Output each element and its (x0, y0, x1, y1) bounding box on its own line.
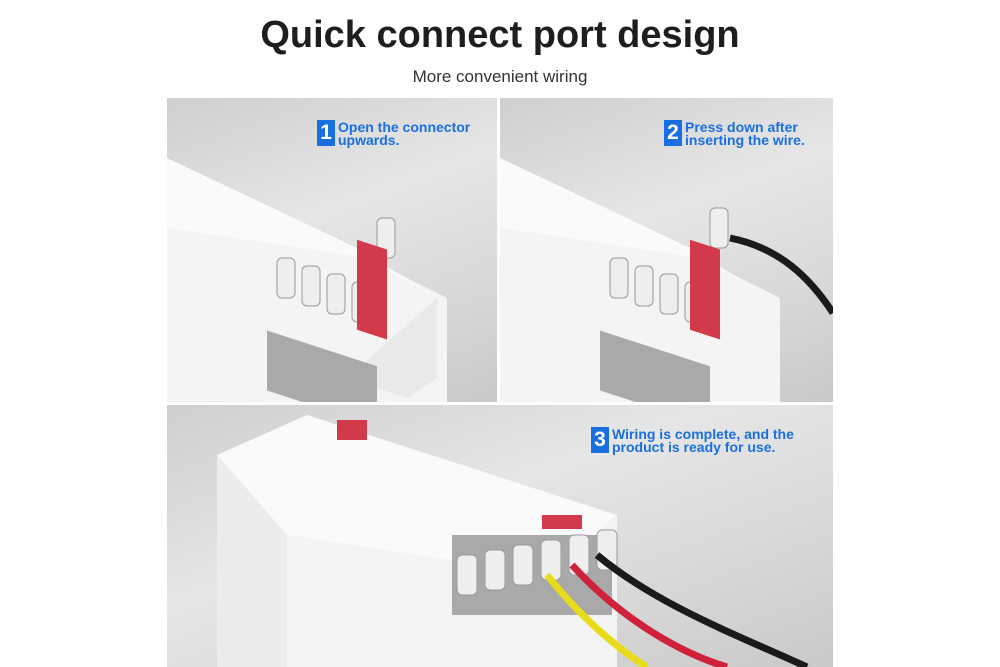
step-number-badge: 1 (317, 120, 335, 146)
step-text: Open the connector (338, 119, 471, 135)
device-illustration (167, 158, 447, 402)
device-illustration (500, 158, 833, 402)
page-title: Quick connect port design (260, 14, 740, 56)
step-text: Wiring is complete, and the (612, 426, 794, 442)
step-text: upwards. (338, 132, 400, 148)
step-number-badge: 3 (591, 427, 609, 453)
step-text: inserting the wire. (685, 132, 805, 148)
page-subtitle: More convenient wiring (412, 67, 588, 86)
device-illustration (217, 415, 809, 667)
step-text: product is ready for use. (612, 439, 776, 455)
step-text: Press down after (685, 119, 798, 135)
step-number-badge: 2 (664, 120, 682, 146)
